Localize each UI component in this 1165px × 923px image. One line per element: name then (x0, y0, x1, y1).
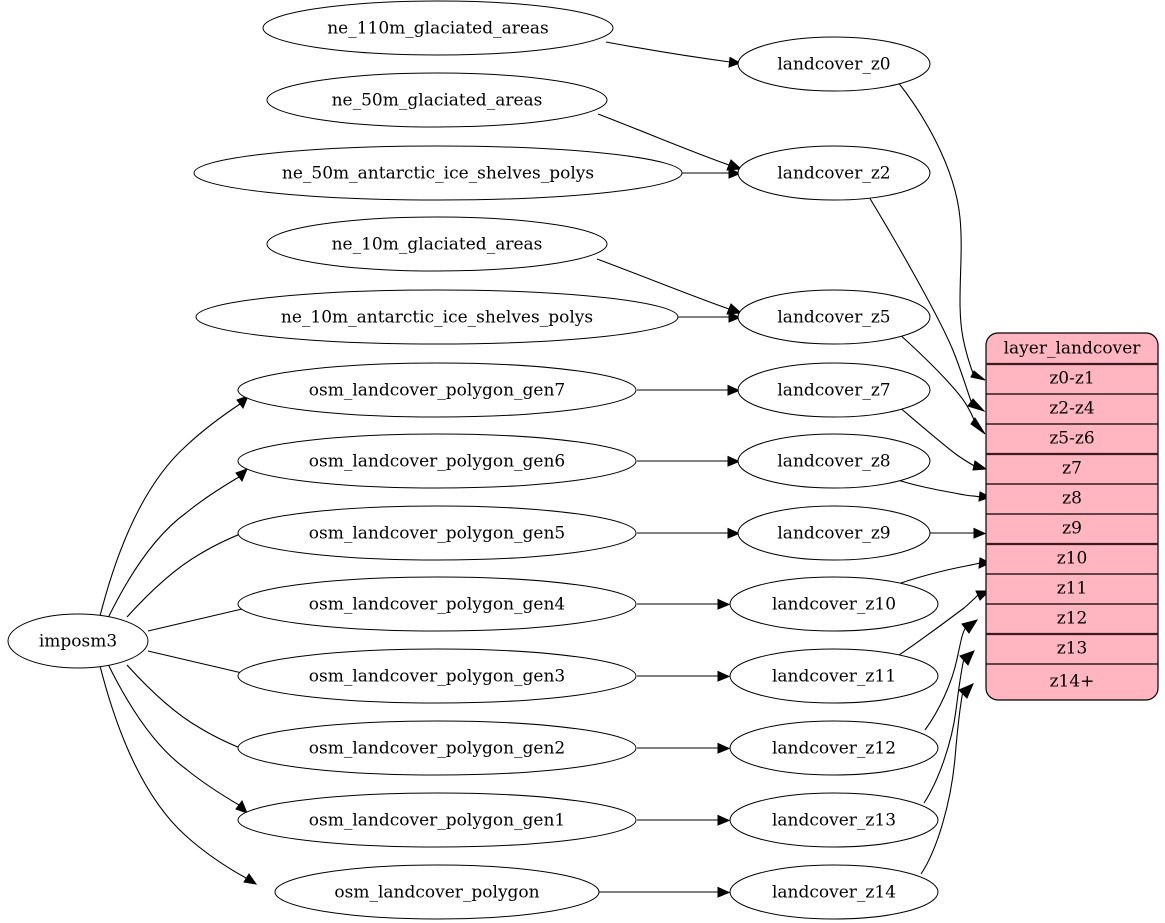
osm-node-group: osm_landcover_polygon_gen7 osm_landcover… (237, 362, 637, 920)
edge-z10-to-row-z10 (889, 557, 992, 588)
node-label: osm_landcover_polygon_gen3 (309, 667, 565, 687)
edge-polygon-to-z14 (598, 886, 731, 898)
edge-ne10mglac-to-z5 (596, 258, 743, 315)
node-landcover-z0[interactable]: landcover_z0 (737, 36, 931, 92)
node-landcover-z12[interactable]: landcover_z12 (729, 720, 939, 776)
edge-imposm3-to-gen7 (98, 395, 249, 621)
node-label: landcover_z0 (777, 55, 890, 75)
node-label: osm_landcover_polygon_gen7 (309, 381, 565, 401)
node-label: ne_50m_antarctic_ice_shelves_polys (282, 164, 594, 184)
table-header-label: layer_landcover (1004, 339, 1142, 359)
landcover-node-group: landcover_z0 landcover_z2 landcover_z5 l… (729, 36, 939, 920)
node-osm-landcover-polygon-gen5[interactable]: osm_landcover_polygon_gen5 (237, 505, 637, 561)
node-landcover-z10[interactable]: landcover_z10 (729, 576, 939, 632)
table-row-label[interactable]: z9 (1062, 519, 1082, 539)
node-label: osm_landcover_polygon_gen5 (309, 524, 565, 544)
node-label: landcover_z10 (772, 595, 896, 615)
table-row-label[interactable]: z13 (1057, 639, 1088, 659)
edge-z2-to-row-z2z4 (865, 191, 986, 413)
edge-gen7-to-z7 (637, 384, 741, 396)
node-label: osm_landcover_polygon_gen4 (309, 595, 565, 615)
edge-gen5-to-z9 (637, 527, 741, 539)
node-ne-10m-glaciated-areas[interactable]: ne_10m_glaciated_areas (266, 216, 608, 272)
node-label: landcover_z5 (777, 308, 890, 328)
node-label: landcover_z13 (772, 811, 896, 831)
natural-earth-node-group: ne_110m_glaciated_areas ne_50m_glaciated… (193, 0, 683, 345)
node-label: landcover_z2 (777, 164, 890, 184)
edge-imposm3-to-polygon (98, 661, 258, 885)
layer-landcover-table[interactable]: layer_landcover z0-z1 z2-z4 z5-z6 z7 z8 … (985, 332, 1159, 701)
node-label: ne_10m_antarctic_ice_shelves_polys (281, 308, 593, 328)
node-landcover-z8[interactable]: landcover_z8 (737, 433, 931, 489)
node-landcover-z2[interactable]: landcover_z2 (737, 145, 931, 201)
edge-imposm3-to-gen1 (106, 661, 248, 814)
edge-z7-to-row-z7 (897, 405, 988, 471)
table-row-label[interactable]: z8 (1062, 489, 1082, 509)
node-imposm3[interactable]: imposm3 (7, 613, 149, 669)
edge-imposm3-to-gen6 (106, 468, 248, 621)
node-osm-landcover-polygon-gen1[interactable]: osm_landcover_polygon_gen1 (237, 792, 637, 848)
edge-z13-to-row-z13 (923, 650, 975, 804)
node-osm-landcover-polygon-gen3[interactable]: osm_landcover_polygon_gen3 (237, 648, 637, 704)
node-label: osm_landcover_polygon_gen1 (309, 811, 565, 831)
node-osm-landcover-polygon-gen2[interactable]: osm_landcover_polygon_gen2 (237, 720, 637, 776)
table-row-label[interactable]: z12 (1057, 609, 1088, 629)
node-label: landcover_z11 (772, 667, 896, 687)
node-landcover-z11[interactable]: landcover_z11 (729, 648, 939, 704)
node-ne-10m-antarctic-ice-shelves-polys[interactable]: ne_10m_antarctic_ice_shelves_polys (195, 289, 679, 345)
table-row-label[interactable]: z0-z1 (1049, 369, 1094, 389)
node-ne-110m-glaciated-areas[interactable]: ne_110m_glaciated_areas (262, 0, 614, 56)
edge-ne50mantarctic-to-z2 (682, 167, 742, 179)
edge-gen6-to-z8 (637, 455, 741, 467)
node-label: osm_landcover_polygon_gen6 (309, 452, 565, 472)
table-row-label[interactable]: z2-z4 (1049, 399, 1094, 419)
node-osm-landcover-polygon-gen7[interactable]: osm_landcover_polygon_gen7 (237, 362, 637, 418)
edge-ne10mantarctic-to-z5 (678, 311, 742, 323)
node-ne-50m-glaciated-areas[interactable]: ne_50m_glaciated_areas (266, 72, 608, 128)
edge-z0-to-row-z0z1 (896, 80, 986, 381)
node-label: landcover_z8 (777, 452, 890, 472)
edge-ne110m-to-z0 (605, 41, 742, 68)
node-label: landcover_z14 (772, 883, 896, 903)
edge-gen1-to-z13 (637, 814, 731, 826)
node-landcover-z5[interactable]: landcover_z5 (737, 289, 931, 345)
node-label: landcover_z12 (772, 739, 896, 759)
node-landcover-z13[interactable]: landcover_z13 (729, 792, 939, 848)
edge-z14-to-row-z14plus (920, 683, 974, 875)
node-label: landcover_z9 (777, 524, 890, 544)
node-label: ne_110m_glaciated_areas (327, 19, 549, 39)
table-row-label[interactable]: z14+ (1050, 672, 1095, 692)
edge-z8-to-row-z8 (891, 477, 992, 502)
node-label: ne_10m_glaciated_areas (332, 235, 543, 255)
node-label: ne_50m_glaciated_areas (332, 91, 543, 111)
node-label: landcover_z7 (777, 381, 890, 401)
edge-gen3-to-z11 (637, 670, 731, 682)
edge-gen2-to-z12 (637, 742, 731, 754)
node-osm-landcover-polygon-gen4[interactable]: osm_landcover_polygon_gen4 (237, 576, 637, 632)
table-row-label[interactable]: z11 (1057, 579, 1088, 599)
node-landcover-z9[interactable]: landcover_z9 (737, 505, 931, 561)
edge-ne50mglac-to-z2 (597, 113, 743, 171)
edge-gen4-to-z10 (637, 598, 731, 610)
edge-z5-to-row-z5z6 (897, 332, 986, 435)
node-label: osm_landcover_polygon (334, 883, 539, 903)
node-landcover-z14[interactable]: landcover_z14 (729, 864, 939, 920)
node-osm-landcover-polygon[interactable]: osm_landcover_polygon (274, 864, 600, 920)
table-row-label[interactable]: z7 (1062, 459, 1082, 479)
node-label: osm_landcover_polygon_gen2 (309, 739, 565, 759)
node-landcover-z7[interactable]: landcover_z7 (737, 362, 931, 418)
edge-z12-to-row-z12 (924, 619, 979, 731)
node-osm-landcover-polygon-gen6[interactable]: osm_landcover_polygon_gen6 (237, 433, 637, 489)
table-row-label[interactable]: z5-z6 (1049, 429, 1094, 449)
table-row-label[interactable]: z10 (1057, 549, 1088, 569)
node-label: imposm3 (39, 632, 117, 652)
edge-z9-to-row-z9 (930, 527, 987, 539)
node-ne-50m-antarctic-ice-shelves-polys[interactable]: ne_50m_antarctic_ice_shelves_polys (193, 145, 683, 201)
